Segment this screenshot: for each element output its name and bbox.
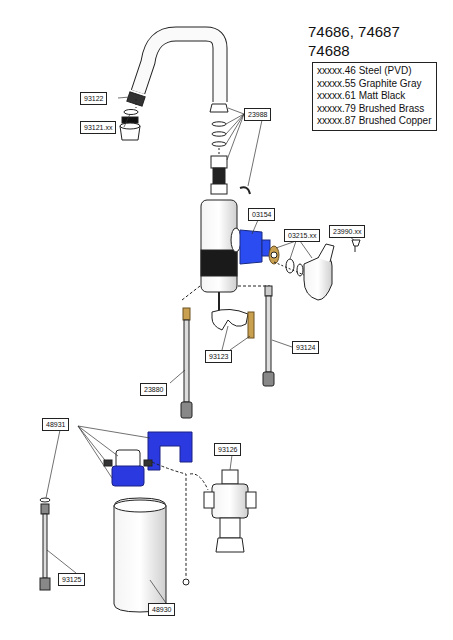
clip (240, 187, 250, 194)
part-number-box: 93123 (205, 350, 232, 363)
part-number-box: 93125 (58, 573, 85, 586)
hose-fitting (183, 308, 190, 320)
o-ring (212, 132, 226, 136)
part-number-box: 48931 (42, 418, 69, 431)
part-number: 93126 (218, 445, 237, 454)
handle (304, 256, 332, 300)
clamp (212, 309, 248, 330)
finish-code: xxxxx.79 Brushed Brass (317, 103, 432, 116)
part-number-box: 23990.xx (329, 225, 365, 238)
spout (138, 34, 220, 102)
part-number-box: 03154 (248, 208, 275, 221)
screw (352, 240, 360, 252)
lever (318, 244, 334, 262)
part-number: 48931 (46, 420, 65, 429)
body-band (201, 250, 237, 276)
finish-code: xxxxx.87 Brushed Copper (317, 115, 432, 128)
finish-code: xxxxx.55 Graphite Gray (317, 78, 432, 91)
filter-bracket (148, 432, 192, 470)
part-number: 93122 (84, 94, 103, 103)
finish-box: xxxxx.46 Steel (PVD)xxxxx.55 Graphite Gr… (312, 62, 437, 131)
part-number: 93121.xx (84, 123, 112, 132)
part-number-box: 93121.xx (80, 121, 116, 134)
filter-head (116, 450, 140, 468)
cartridge-nut (269, 246, 279, 264)
hose (266, 296, 271, 372)
part-number: 93123 (209, 352, 228, 361)
finish-code: xxxxx.61 Matt Black (317, 90, 432, 103)
swivel-stem (211, 156, 227, 168)
part-number: 48930 (152, 605, 171, 614)
part-number: 23990.xx (333, 227, 361, 236)
part-number-box: 23988 (244, 108, 271, 121)
part-number-box: 93126 (214, 443, 241, 456)
part-number: 23880 (144, 385, 163, 394)
part-number-box: 93122 (80, 92, 107, 105)
valve (222, 470, 238, 484)
part-number-box: 03215.xx (284, 229, 320, 242)
filter-cartridge (114, 498, 166, 612)
o-ring (212, 142, 226, 146)
part-number-box: 23880 (140, 383, 167, 396)
finish-code: xxxxx.46 Steel (PVD) (317, 65, 432, 78)
hose (43, 514, 47, 578)
part-number-box: 93124 (292, 341, 319, 354)
part-number: 03154 (252, 210, 271, 219)
ring (286, 259, 294, 273)
nut (210, 104, 228, 112)
cartridge (240, 230, 262, 264)
part-number: 23988 (248, 110, 267, 119)
spout-outline (138, 34, 220, 102)
hose (184, 320, 189, 402)
aerator-insert (122, 117, 138, 123)
bolt (248, 312, 254, 338)
o-ring (124, 110, 138, 115)
part-number: 03215.xx (288, 231, 316, 240)
model-title: 74686, 74687 74688 (308, 22, 426, 60)
o-ring (212, 122, 226, 126)
part-number: 93125 (62, 575, 81, 584)
part-number: 93124 (296, 343, 315, 352)
part-number-box: 48930 (148, 603, 175, 616)
